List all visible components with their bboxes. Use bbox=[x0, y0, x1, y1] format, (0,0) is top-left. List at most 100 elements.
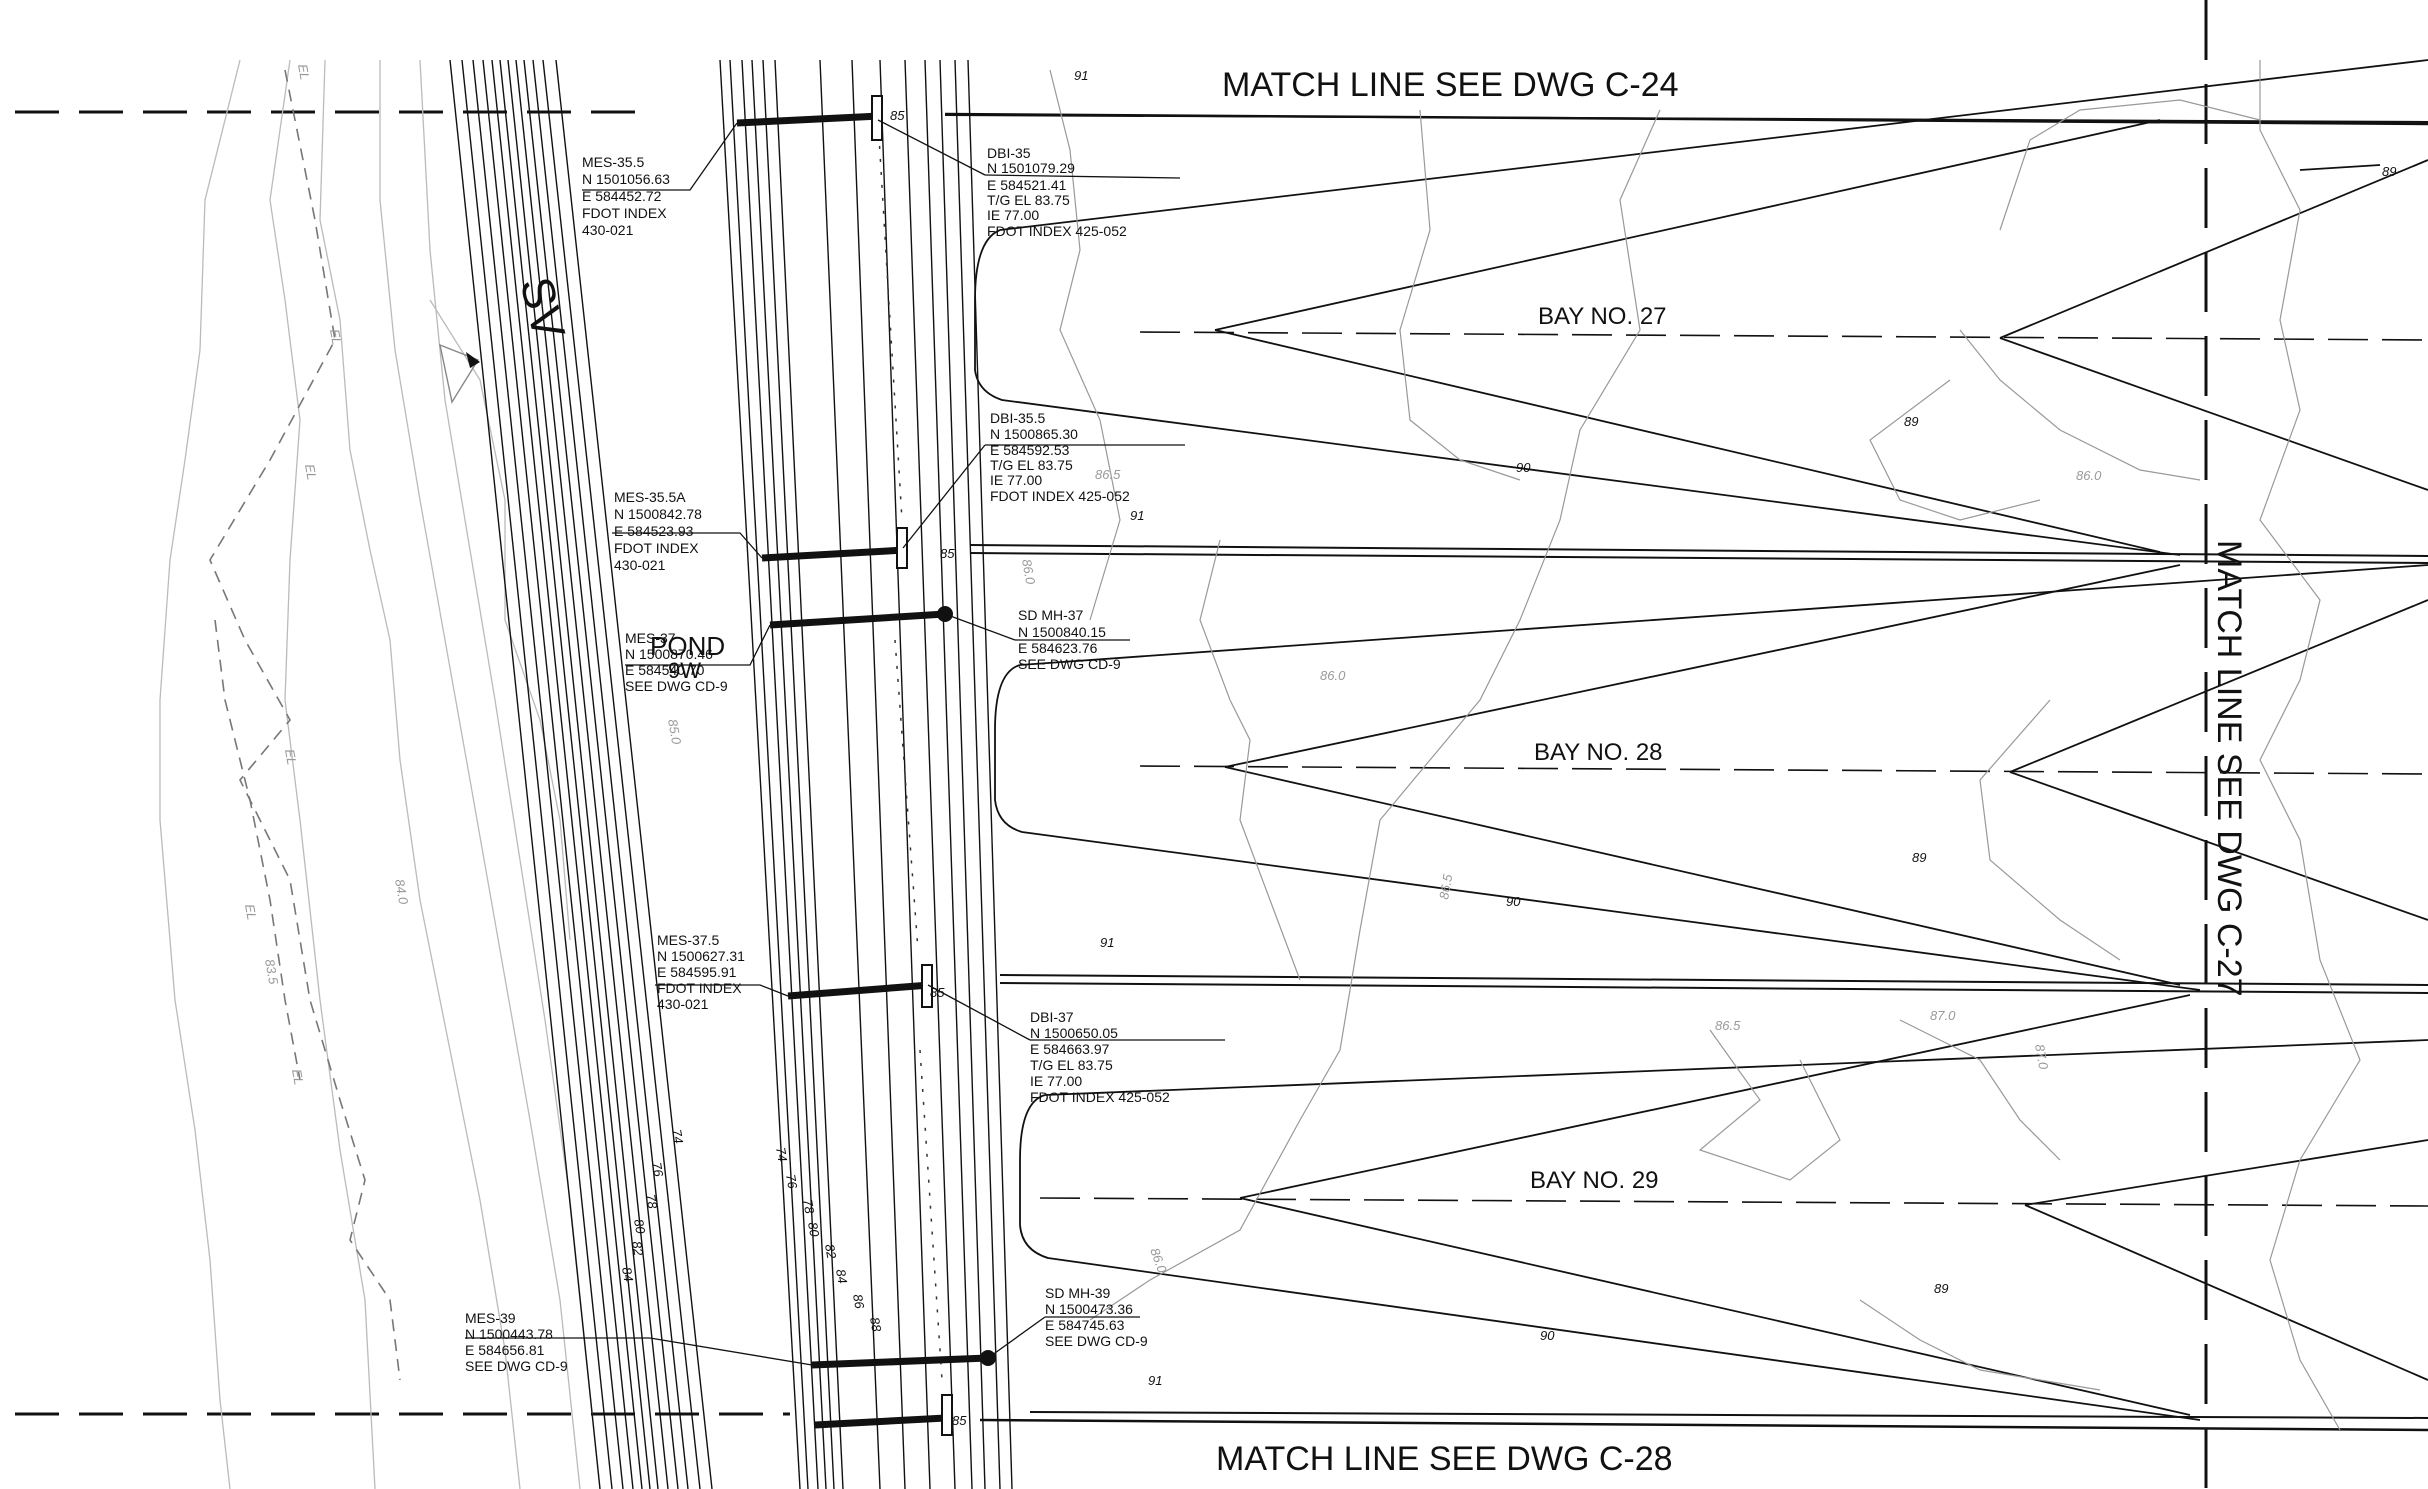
svg-text:86: 86 bbox=[850, 1293, 867, 1311]
svg-text:74: 74 bbox=[669, 1128, 686, 1145]
svg-text:85: 85 bbox=[940, 546, 955, 561]
svg-text:E 584663.97: E 584663.97 bbox=[1030, 1041, 1110, 1057]
svg-text:MES-37: MES-37 bbox=[625, 630, 676, 646]
svg-text:78: 78 bbox=[800, 1198, 817, 1216]
existing-ground-contours bbox=[1049, 60, 2361, 1431]
svg-text:86.0: 86.0 bbox=[1019, 558, 1038, 586]
match-line-bottom-label: MATCH LINE SEE DWG C-28 bbox=[1216, 1440, 1673, 1478]
svg-text:E 584623.76: E 584623.76 bbox=[1018, 640, 1098, 656]
svg-text:SEE DWG CD-9: SEE DWG CD-9 bbox=[465, 1358, 568, 1374]
svg-text:86.5: 86.5 bbox=[1095, 467, 1121, 482]
svg-text:82: 82 bbox=[822, 1243, 839, 1261]
storm-pipes bbox=[736, 112, 989, 1429]
svg-text:N 1500840.15: N 1500840.15 bbox=[1018, 624, 1106, 640]
swale-band bbox=[719, 59, 1013, 1489]
bay-edge-lines bbox=[944, 114, 2428, 1419]
svg-text:E 584540.70: E 584540.70 bbox=[625, 662, 705, 678]
svg-text:83.5: 83.5 bbox=[262, 958, 281, 986]
svg-text:90: 90 bbox=[1540, 1328, 1555, 1343]
svg-text:89: 89 bbox=[1912, 850, 1926, 865]
svg-text:E 584452.72: E 584452.72 bbox=[582, 188, 662, 204]
svg-text:86.5: 86.5 bbox=[1436, 872, 1455, 900]
svg-text:87.0: 87.0 bbox=[1930, 1008, 1956, 1023]
svg-text:89: 89 bbox=[2382, 164, 2396, 179]
svg-text:89: 89 bbox=[1904, 414, 1918, 429]
svg-text:78: 78 bbox=[643, 1193, 660, 1211]
svg-text:N 1500473.36: N 1500473.36 bbox=[1045, 1301, 1133, 1317]
svg-text:86.5: 86.5 bbox=[1715, 1018, 1741, 1033]
left-dashed-boundary bbox=[209, 69, 401, 1381]
svg-text:91: 91 bbox=[1074, 68, 1088, 83]
svg-text:86.0: 86.0 bbox=[2076, 468, 2102, 483]
svg-text:DBI-37: DBI-37 bbox=[1030, 1009, 1074, 1025]
svg-text:84.0: 84.0 bbox=[392, 878, 411, 906]
svg-text:FDOT INDEX 425-052: FDOT INDEX 425-052 bbox=[1030, 1089, 1170, 1105]
bay-28-label: BAY NO. 28 bbox=[1534, 739, 1663, 766]
svg-text:EL: EL bbox=[289, 1068, 307, 1086]
svg-text:N 1500865.30: N 1500865.30 bbox=[990, 426, 1078, 442]
callout-dbi-35-5: DBI-35.5 N 1500865.30 E 584592.53 T/G EL… bbox=[990, 410, 1130, 504]
svg-text:DBI-35.5: DBI-35.5 bbox=[990, 410, 1045, 426]
svg-text:SEE DWG CD-9: SEE DWG CD-9 bbox=[625, 678, 728, 694]
svg-text:E 584592.53: E 584592.53 bbox=[990, 442, 1070, 458]
svg-text:EL: EL bbox=[295, 63, 313, 81]
contour-labels: 91 89 89 90 91 89 90 91 89 90 91 85 85 8… bbox=[619, 68, 2396, 1428]
svg-text:DBI-35: DBI-35 bbox=[987, 145, 1031, 161]
svg-text:91: 91 bbox=[1100, 935, 1114, 950]
svg-text:85: 85 bbox=[890, 108, 905, 123]
callout-dbi-35: DBI-35 N 1501079.29 E 584521.41 T/G EL 8… bbox=[987, 145, 1127, 239]
svg-text:E 584595.91: E 584595.91 bbox=[657, 964, 737, 980]
svg-text:SD MH-39: SD MH-39 bbox=[1045, 1285, 1111, 1301]
svg-text:IE 77.00: IE 77.00 bbox=[1030, 1073, 1082, 1089]
match-line-right-label: MATCH LINE SEE DWG C-27 bbox=[2210, 540, 2248, 997]
bay-27-label: BAY NO. 27 bbox=[1538, 303, 1667, 330]
svg-text:FDOT INDEX: FDOT INDEX bbox=[614, 540, 699, 556]
svg-text:76: 76 bbox=[783, 1173, 800, 1191]
svg-text:74: 74 bbox=[773, 1146, 790, 1163]
svg-text:87.0: 87.0 bbox=[2032, 1043, 2051, 1071]
pond-sub-label: 9W bbox=[668, 658, 701, 683]
svg-text:N 1501079.29: N 1501079.29 bbox=[987, 160, 1075, 176]
svg-text:N 1501056.63: N 1501056.63 bbox=[582, 171, 670, 187]
svg-text:85: 85 bbox=[930, 985, 945, 1000]
svg-text:91: 91 bbox=[1148, 1373, 1162, 1388]
svg-text:FDOT INDEX 425-052: FDOT INDEX 425-052 bbox=[987, 223, 1127, 239]
svg-text:SEE DWG CD-9: SEE DWG CD-9 bbox=[1045, 1333, 1148, 1349]
bay-29-grading bbox=[1019, 994, 2428, 1421]
bay-29-label: BAY NO. 29 bbox=[1530, 1167, 1659, 1194]
swale-flow-arrows bbox=[877, 119, 943, 1381]
svg-text:EL: EL bbox=[302, 463, 320, 481]
svg-text:85: 85 bbox=[952, 1413, 967, 1428]
svg-text:FDOT INDEX: FDOT INDEX bbox=[582, 205, 667, 221]
svg-text:T/G EL 83.75: T/G EL 83.75 bbox=[1030, 1057, 1113, 1073]
svg-text:EL: EL bbox=[242, 903, 260, 921]
bay-27-grading bbox=[974, 59, 2428, 556]
svg-text:FDOT INDEX 425-052: FDOT INDEX 425-052 bbox=[990, 488, 1130, 504]
left-existing-contours bbox=[159, 59, 601, 1489]
svg-text:IE 77.00: IE 77.00 bbox=[987, 207, 1039, 223]
svg-text:76: 76 bbox=[649, 1161, 666, 1179]
svg-text:84: 84 bbox=[619, 1266, 636, 1283]
match-line-bottom bbox=[15, 1412, 2428, 1432]
svg-text:82: 82 bbox=[629, 1240, 646, 1258]
survey-marker bbox=[439, 343, 480, 404]
svg-text:88: 88 bbox=[867, 1316, 884, 1334]
sv-contour-band-left bbox=[449, 59, 713, 1489]
svg-text:N 1500842.78: N 1500842.78 bbox=[614, 506, 702, 522]
svg-text:430-021: 430-021 bbox=[582, 222, 634, 238]
match-line-top-label: MATCH LINE SEE DWG C-24 bbox=[1222, 66, 1679, 104]
svg-text:MES-35.5A: MES-35.5A bbox=[614, 489, 686, 505]
svg-text:E 584521.41: E 584521.41 bbox=[987, 177, 1067, 193]
svg-text:IE 77.00: IE 77.00 bbox=[990, 472, 1042, 488]
svg-text:E 584523.93: E 584523.93 bbox=[614, 523, 694, 539]
callout-mes-35-5: MES-35.5 N 1501056.63 E 584452.72 FDOT I… bbox=[582, 154, 670, 238]
callout-leaders bbox=[465, 119, 1225, 1366]
callout-sd-mh-39: SD MH-39 N 1500473.36 E 584745.63 SEE DW… bbox=[1045, 1285, 1148, 1349]
svg-text:MES-39: MES-39 bbox=[465, 1310, 516, 1326]
callout-mes-35-5a: MES-35.5A N 1500842.78 E 584523.93 FDOT … bbox=[614, 489, 702, 573]
svg-text:85.0: 85.0 bbox=[665, 718, 684, 746]
svg-text:80: 80 bbox=[805, 1221, 822, 1239]
callout-mes-37: MES-37 N 1500870.46 E 584540.70 SEE DWG … bbox=[625, 630, 728, 694]
svg-text:SEE DWG CD-9: SEE DWG CD-9 bbox=[1018, 656, 1121, 672]
